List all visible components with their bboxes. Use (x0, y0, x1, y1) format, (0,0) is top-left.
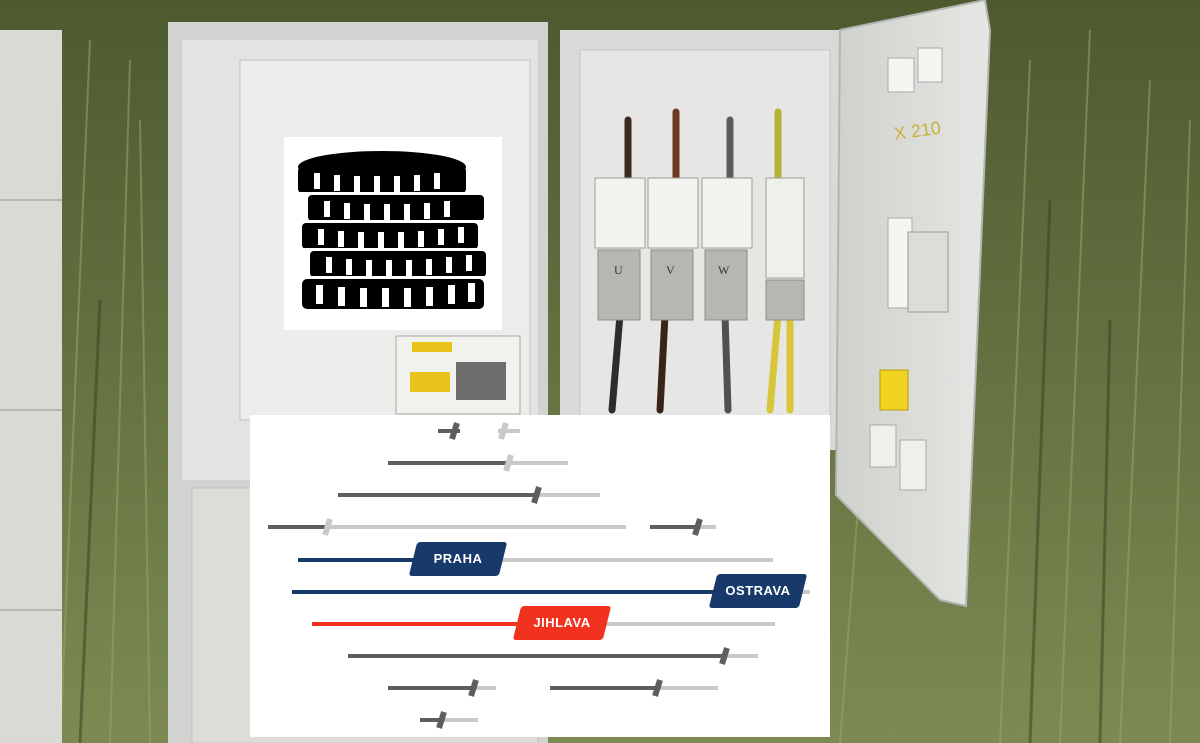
cables (608, 108, 794, 414)
city-name-ostrava: OSTRAVA (725, 583, 791, 598)
coins-card (284, 137, 502, 330)
phase-label-v: V (666, 263, 675, 277)
fuse-holders (594, 177, 805, 321)
slider-handle (498, 422, 509, 440)
route-graphic: PRAHA OSTRAVA JIHLAVA (250, 415, 830, 737)
phase-label-u: U (614, 263, 623, 277)
grass-dark-strands (78, 199, 1112, 743)
grass-strands (59, 29, 1191, 743)
city-tag-jihlava: JIHLAVA (512, 606, 612, 640)
slider-handle (436, 711, 447, 729)
city-name-jihlava: JIHLAVA (533, 615, 591, 630)
city-name-praha: PRAHA (433, 551, 483, 566)
slider-handle (692, 518, 703, 536)
slider-handle (719, 647, 730, 665)
slider-handle (531, 486, 542, 504)
slider-handle (449, 422, 460, 440)
concrete-pillar (0, 30, 62, 743)
slider-handle (652, 679, 663, 697)
door-lock (907, 231, 949, 313)
coins-stack-icon (298, 151, 486, 309)
route-lines (268, 422, 810, 729)
phase-label-w: W (718, 263, 730, 277)
city-tag-ostrava: OSTRAVA (708, 574, 808, 608)
slider-handle (468, 679, 479, 697)
city-tag-praha: PRAHA (408, 542, 508, 576)
slider-handle (503, 454, 514, 472)
slider-handle (322, 518, 333, 536)
